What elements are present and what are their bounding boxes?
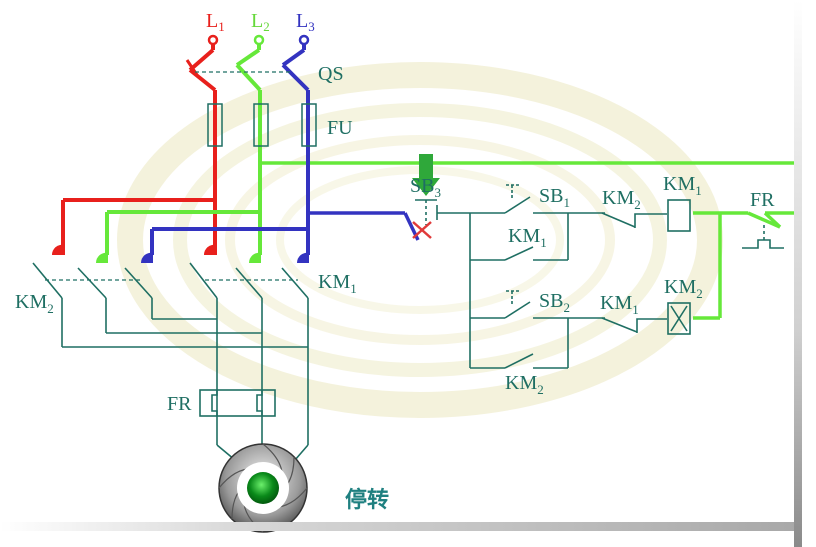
km1-contact-L2 [248, 252, 261, 263]
background-swirl [117, 62, 723, 418]
km2-contact-L1 [51, 244, 64, 255]
label-KM1-main: KM1 [318, 271, 357, 296]
label-KM2-hold: KM2 [505, 372, 544, 397]
phase-L3-wire [150, 34, 420, 255]
label-QS: QS [318, 63, 344, 85]
label-SB1: SB1 [539, 185, 570, 210]
km2-contact-L2 [95, 252, 108, 263]
label-KM2-main: KM2 [15, 291, 54, 316]
press-arrow-icon[interactable] [412, 154, 440, 196]
label-KM2-interlock: KM2 [602, 187, 641, 212]
main-circuit-wires [32, 262, 309, 461]
km2-contact-L3 [140, 252, 153, 263]
motor-status-text: 停转 [345, 488, 390, 513]
label-KM1-hold: KM1 [508, 225, 547, 250]
label-FU: FU [327, 117, 353, 139]
motor-status-indicator [247, 472, 279, 504]
label-FR-contact: FR [750, 189, 775, 211]
km1-contact-L1 [203, 244, 216, 255]
label-KM1-interlock: KM1 [600, 292, 639, 317]
slide-frame-bottom [0, 522, 800, 531]
control-circuit-wires [415, 184, 784, 369]
label-SB3: SB3 [410, 175, 441, 200]
fuses [207, 103, 317, 147]
label-KM1-coil: KM1 [663, 173, 702, 198]
label-L1: L1 [206, 10, 225, 34]
label-SB2: SB2 [539, 290, 570, 315]
km1-contact-L3 [296, 252, 309, 263]
slide-frame-right [794, 0, 802, 547]
label-KM2-coil: KM2 [664, 276, 703, 301]
label-L2: L2 [251, 10, 270, 34]
label-L3: L3 [296, 10, 315, 34]
sb3-broken-mark [412, 221, 432, 239]
label-FR-main: FR [167, 393, 192, 415]
motor-icon [218, 443, 308, 533]
